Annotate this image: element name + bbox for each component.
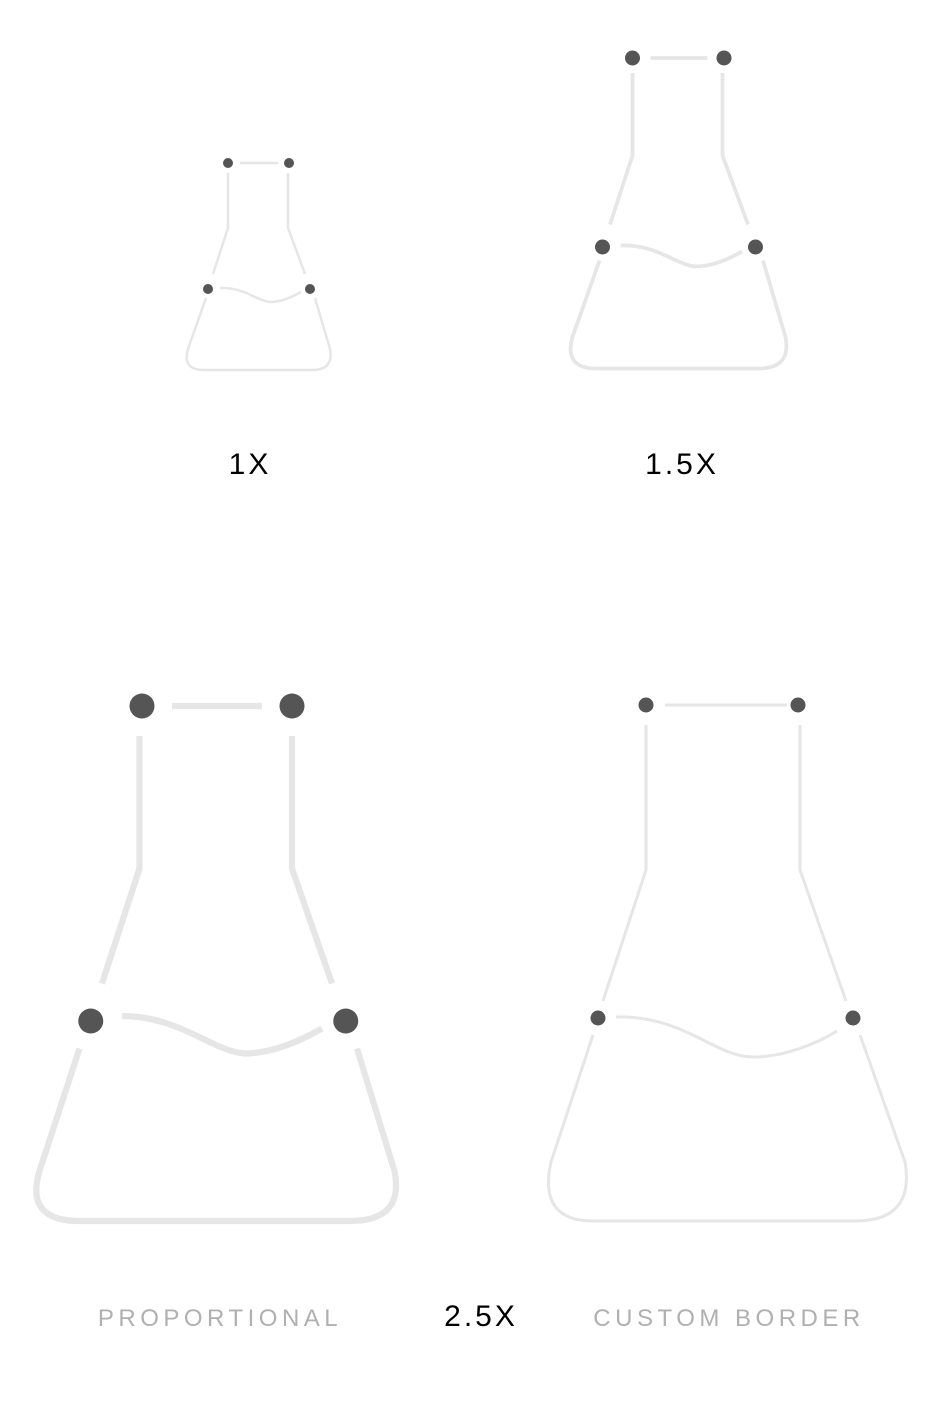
flask-node-mid-right: [305, 284, 315, 294]
flask-node-top-left: [625, 50, 640, 66]
flask-node-mid-left: [595, 239, 610, 255]
flask-node-mid-left: [590, 1010, 606, 1026]
flask-left-neck: [601, 725, 648, 1002]
flask-right-neck: [720, 73, 750, 226]
flask-liquid-curve: [219, 286, 302, 304]
flask-node-mid-right: [333, 1008, 359, 1034]
flask-node-top-right: [279, 693, 305, 719]
flask-node-mid-left: [78, 1008, 104, 1034]
scale-label-2-5x: 2.5X: [444, 1300, 518, 1333]
flask-left-neck: [211, 173, 230, 275]
flask-node-top-right: [284, 158, 294, 168]
flask-node-top-right: [716, 50, 732, 66]
scale-label-1-5x: 1.5X: [645, 448, 719, 481]
flask-left-neck: [99, 736, 143, 985]
scale-label-1x: 1X: [228, 448, 272, 481]
mode-label-proportional: PROPORTIONAL: [97, 1305, 343, 1332]
flask-node-mid-left: [203, 284, 213, 294]
flask-node-mid-right: [748, 239, 763, 255]
flask-body: [568, 259, 789, 371]
flask-node-top-left: [223, 158, 233, 168]
flask-body: [185, 297, 332, 372]
flask-node-top-left: [638, 697, 654, 713]
flask-right-neck: [286, 173, 307, 275]
flask-body: [547, 1034, 908, 1223]
flask-left-neck: [608, 73, 635, 226]
flask-liquid-curve: [620, 243, 743, 269]
flask-right-neck: [288, 736, 335, 985]
flask-node-top-left: [129, 693, 155, 719]
flask-liquid-curve: [615, 1015, 838, 1059]
flask-right-neck: [798, 725, 848, 1002]
flask-node-mid-right: [845, 1010, 861, 1026]
flask-body: [33, 1047, 400, 1225]
flask-node-top-right: [790, 697, 806, 713]
mode-label-custom-border: CUSTOM BORDER: [593, 1305, 865, 1332]
flask-liquid-curve: [121, 1012, 324, 1057]
